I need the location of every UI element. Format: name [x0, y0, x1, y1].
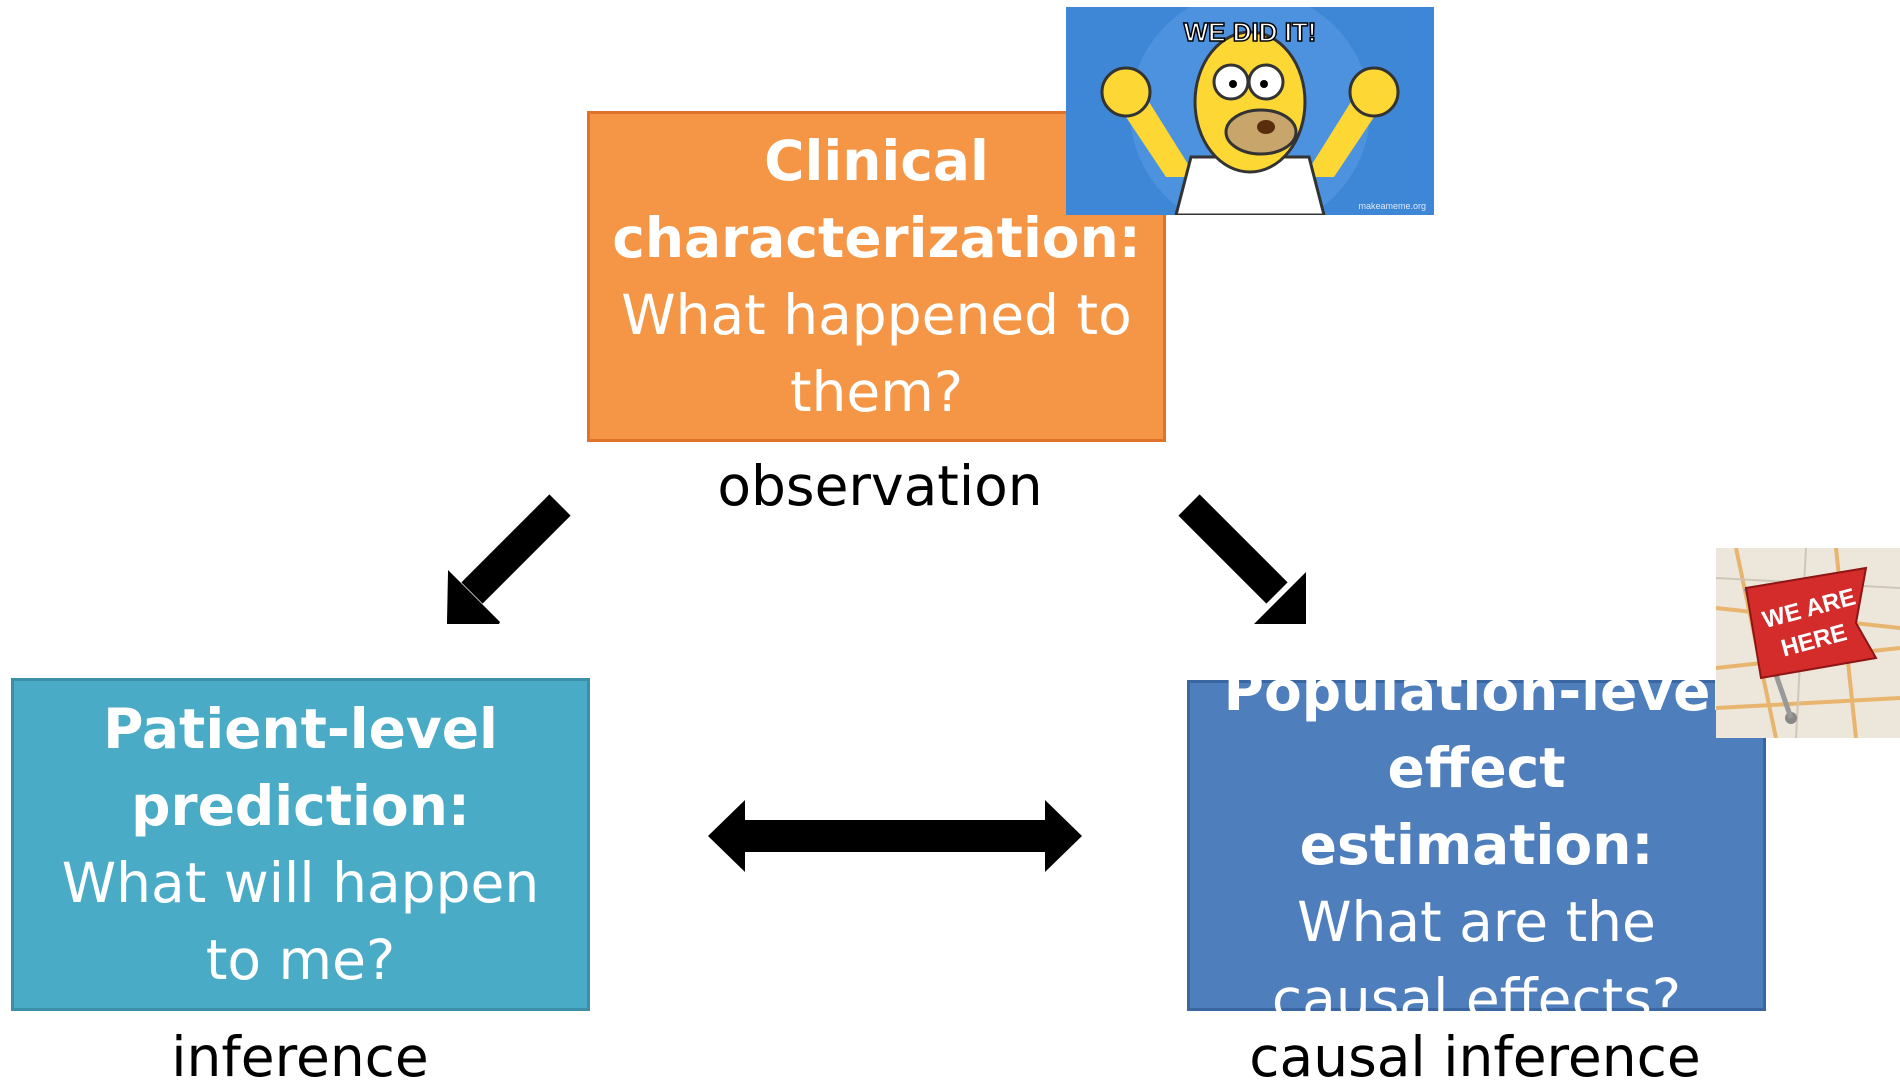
- homer-meme-image: WE DID IT! makeameme.org: [1066, 7, 1434, 215]
- estimation-box: Population-level effect estimation: What…: [1187, 659, 1766, 1031]
- estimation-title: Population-level effect estimation:: [1223, 659, 1730, 877]
- we-are-here-flag-image: WE ARE HERE: [1716, 548, 1900, 738]
- meme-credit: makeameme.org: [1358, 201, 1426, 211]
- prediction-box: Patient-level prediction: What will happ…: [11, 678, 590, 1011]
- arrow-down-right: [1178, 494, 1306, 624]
- estimation-question: What are the causal effects?: [1271, 890, 1682, 1031]
- observation-label: observation: [717, 454, 1043, 518]
- meme-caption: WE DID IT!: [1184, 17, 1317, 47]
- prediction-title: Patient-level prediction:: [103, 696, 498, 838]
- characterization-title: Clinical characterization:: [612, 128, 1141, 270]
- arrow-bidirectional: [708, 800, 1082, 872]
- arrow-down-left: [447, 494, 571, 624]
- inference-label: inference: [171, 1025, 429, 1089]
- prediction-question: What will happen to me?: [61, 850, 540, 992]
- characterization-question: What happened to them?: [621, 282, 1132, 424]
- causal-inference-label: causal inference: [1249, 1025, 1701, 1089]
